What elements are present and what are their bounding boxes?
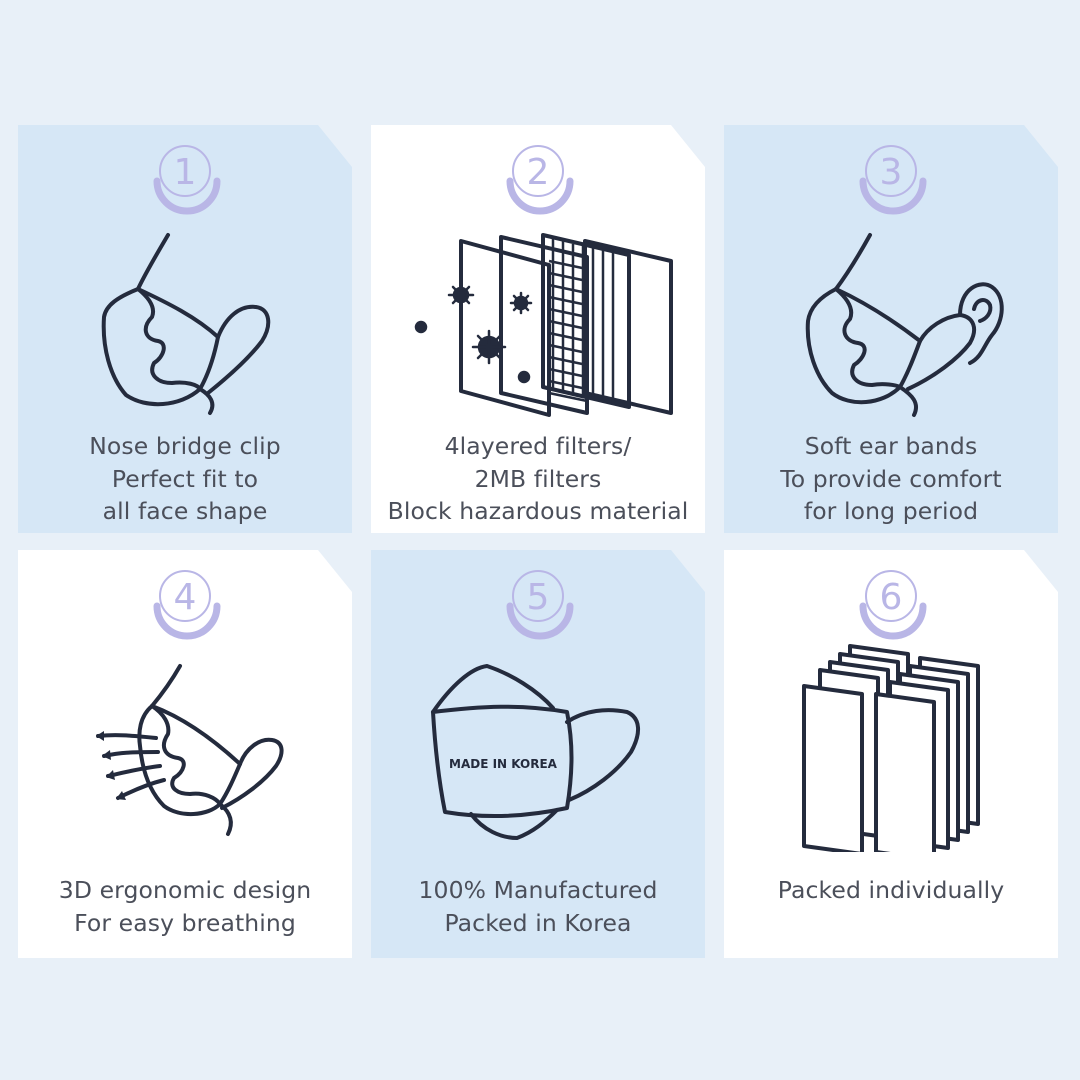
feature-caption: 3D ergonomic design For easy breathing [18, 874, 352, 939]
card-background [18, 550, 352, 958]
card-background [18, 125, 352, 533]
feature-caption: Nose bridge clip Perfect fit to all face… [18, 430, 352, 528]
caption-line: for long period [803, 497, 979, 525]
number-badge-label: 5 [527, 577, 550, 618]
feature-card-4: 4 3D ergonomic design For easy breathing [18, 550, 352, 958]
feature-caption: Soft ear bands To provide comfort for lo… [724, 430, 1058, 528]
number-badge-3: 3 [859, 145, 927, 215]
number-badge-label: 4 [174, 577, 197, 618]
caption-line: Packed individually [777, 876, 1005, 904]
feature-caption: Packed individually [724, 874, 1058, 907]
caption-line: Nose bridge clip [89, 432, 281, 460]
nose-bridge-mask-icon [101, 233, 271, 415]
number-badge-label: 1 [174, 152, 197, 193]
number-badge-2: 2 [506, 145, 574, 215]
feature-caption: 100% Manufactured Packed in Korea [371, 874, 705, 939]
caption-line: Perfect fit to [111, 464, 259, 493]
card-background [371, 125, 705, 533]
caption-line: 2MB filters [474, 464, 602, 493]
card-background [724, 125, 1058, 533]
made-in-korea-mask-icon: MADE IN KOREA [431, 664, 640, 840]
feature-card-5: 5 MADE IN KOREA 100% Manufactured Packed… [371, 550, 705, 958]
breathing-mask-icon [96, 664, 284, 836]
feature-card-1: 1 Nose bridge clip Perfect fit to all fa… [18, 125, 352, 533]
caption-line: 4layered filters/ [444, 432, 632, 460]
number-badge-label: 2 [527, 152, 550, 193]
ear-band-mask-icon [805, 233, 1004, 417]
number-badge-1: 1 [153, 145, 221, 215]
number-badge-label: 6 [880, 577, 903, 618]
caption-line: Soft ear bands [804, 432, 978, 460]
number-badge-4: 4 [153, 570, 221, 640]
feature-card-2: 2 [371, 125, 705, 533]
mask-label-text: MADE IN KOREA [449, 757, 558, 771]
number-badge-6: 6 [859, 570, 927, 640]
individual-packs-icon [802, 644, 980, 852]
feature-card-3: 3 Soft ear bands To provide comfort for … [724, 125, 1058, 533]
caption-line: Block hazardous material [387, 497, 689, 525]
caption-line: all face shape [102, 497, 268, 525]
caption-line: Packed in Korea [444, 908, 632, 937]
feature-caption: 4layered filters/ 2MB filters Block haza… [371, 430, 705, 528]
caption-line: To provide comfort [780, 464, 1002, 493]
layered-filters-icon [414, 233, 673, 417]
caption-line: 100% Manufactured [418, 876, 658, 904]
number-badge-label: 3 [880, 152, 903, 193]
caption-line: 3D ergonomic design [58, 876, 312, 904]
caption-line: For easy breathing [74, 908, 296, 937]
card-background [371, 550, 705, 958]
number-badge-5: 5 [506, 570, 574, 640]
feature-card-6: 6 Packed individually [724, 550, 1058, 958]
